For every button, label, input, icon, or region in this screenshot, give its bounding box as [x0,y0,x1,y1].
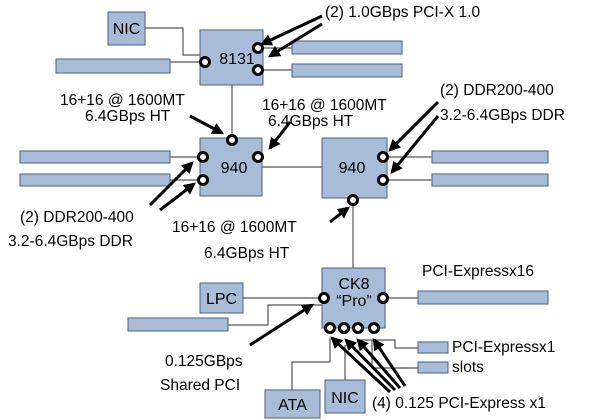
arrow-pcie-x1-2 [344,338,397,392]
label-ht-left-2: 6.4GBps HT [85,108,171,125]
wires [110,27,432,390]
label-pcie1-2: slots [452,359,484,376]
arrow-pcix-1 [259,14,323,46]
nic-bottom-chip [324,379,366,414]
dimm-right-1 [431,150,549,164]
wire-nic-8131 [145,27,200,56]
wire-pci-slot-ck8 [228,304,322,326]
pcie1-slot-1 [417,341,449,354]
port-8131-right-1 [252,42,264,54]
nic-bottom-label: NIC [331,390,359,407]
pcix-slot-right-1 [291,40,403,55]
label-ddr-right-1: (2) DDR200-400 [440,82,554,99]
cpu-left-label: 940 [221,160,248,177]
ata-label: ATA [278,397,307,414]
arrow-pcie-x1-1 [330,336,392,394]
labels: (2) 1.0GBps PCI-X 1.0 16+16 @ 1600MT 6.4… [8,4,565,412]
arrow-ddr-left-2 [159,182,196,212]
arrows [148,14,440,394]
arrow-ddr-right-2 [390,115,440,174]
port-cpuL-ddr1 [197,151,209,163]
port-ck8-pci [318,292,330,304]
dimm-left-1 [19,150,171,164]
port-ck8-x1-4 [368,322,380,334]
dimm-right-2 [431,173,549,187]
arrow-ddr-right-1 [388,100,440,152]
label-pcie16: PCI-Expressx16 [422,263,534,280]
ck8-label-line1: CK8 [338,276,369,293]
port-ck8-x1-2 [338,322,350,334]
nic-top-label: NIC [113,21,141,38]
port-ck8-x1-3 [352,322,364,334]
cpu-right-chip [321,137,388,199]
nic-top-chip [107,11,146,46]
arrow-ddr-left-1 [148,161,194,207]
ata-chip [264,389,321,419]
lpc-chip [199,282,244,314]
arrow-pcix-2 [267,22,323,58]
label-ht-mid-2: 6.4GBps HT [268,113,354,130]
dimm-left-2 [19,173,171,187]
port-cpuR-ht [347,194,359,206]
arrow-shared-pci [249,303,315,347]
arrow-pcie-x1-3 [356,338,402,389]
arrow-ht-mid [268,121,292,150]
label-shared-pci-2: Shared PCI [160,377,240,394]
label-shared-pci-1: 0.125GBps [165,353,243,370]
port-cpuL-ht [252,151,264,163]
pcie1-slot-2 [417,361,449,374]
label-ht-left-1: 16+16 @ 1600MT [60,92,185,109]
bridge-8131-label: 8131 [219,51,255,68]
label-ddr-right-2: 3.2-6.4GBps DDR [440,107,565,124]
pcix-slot-left [55,58,171,74]
port-ck8-x1-1 [324,322,336,334]
cpu-right-label: 940 [339,160,366,177]
port-cpuR-ddr2 [377,174,389,186]
label-ht-mid-1: 16+16 @ 1600MT [262,97,387,114]
pci-slot [127,317,229,332]
label-ddr-left-2: 3.2-6.4GBps DDR [8,233,133,250]
label-ht-bottom-2: 6.4GBps HT [204,245,290,262]
port-cpuR-ddr1 [377,151,389,163]
label-pcie-x1-lanes: (4) 0.125 PCI-Express x1 [372,395,546,412]
label-ddr-left-1: (2) DDR200-400 [20,209,134,226]
wire-pcie1-slot1 [360,339,418,349]
port-ck8-pcie16 [377,292,389,304]
ck8-label-line2: “Pro” [336,293,372,310]
ports [197,42,389,334]
label-pcie1-1: PCI-Expressx1 [452,339,555,356]
arrow-ht-left [189,114,225,135]
port-cpuL-ddr2 [197,174,209,186]
wire-ata-ck8 [291,338,331,390]
pcix-slot-right-2 [291,63,403,78]
port-8131-right-2 [252,64,264,76]
lpc-label: LPC [206,291,237,308]
bridge-8131-chip [199,29,264,86]
label-ht-bottom-1: 16+16 @ 1600MT [172,219,297,236]
pcie16-slot [417,290,549,305]
port-8131-left [199,56,211,68]
arrow-ht-bottom [329,206,350,224]
arrow-pcie-x1-4 [372,338,407,387]
cpu-left-chip [199,137,263,197]
port-cpuL-top [226,134,238,146]
label-pcix: (2) 1.0GBps PCI-X 1.0 [325,4,480,21]
slots [19,40,549,374]
